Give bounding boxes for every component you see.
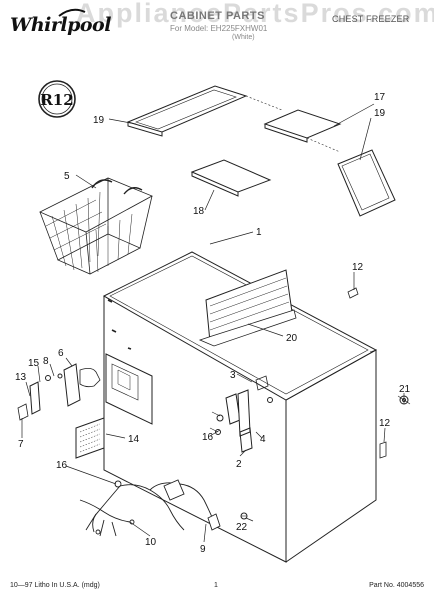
grille [75,417,105,459]
callout-4: 4 [260,434,266,445]
control-box-parts [17,363,101,421]
model-color: (White) [232,34,255,41]
watermark: AppliancePartsPros.com [76,0,434,28]
callout-14: 14 [128,434,140,445]
callout-5: 5 [64,171,70,182]
part-number: Part No. 4004556 [369,582,424,589]
callout-20: 20 [286,333,298,344]
page-number: 1 [214,582,218,589]
callout-22: 22 [236,522,248,533]
callout-21: 21 [399,384,411,395]
callout-19-left: 19 [93,115,105,126]
brand-swoosh-icon [58,8,86,17]
breaker-strip-frame [126,85,396,217]
callout-12-top: 12 [352,262,364,273]
callout-16-mid: 16 [202,432,214,443]
callout-17: 17 [374,92,386,103]
callout-10: 10 [145,537,157,548]
callout-1: 1 [256,227,262,238]
callout-15: 15 [28,358,40,369]
thermostat-bracket [209,375,273,453]
callout-13: 13 [15,372,27,383]
divider-clip [347,287,359,299]
callout-16-bottom: 16 [56,460,68,471]
header: AppliancePartsPros.com Whirlpool CABINET… [0,0,434,44]
callout-7: 7 [18,439,24,450]
exploded-diagram: R12 [15,80,411,563]
callout-12-right: 12 [379,418,391,429]
callout-3: 3 [230,370,236,381]
screw [240,512,248,520]
callout-8: 8 [43,356,49,367]
r12-badge: R12 [38,80,76,118]
page-title: CABINET PARTS [170,10,265,22]
model-number: For Model: EH225FXHW01 [170,24,268,33]
callout-6: 6 [58,348,64,359]
wire-harness [79,479,221,537]
footer: 10—97 Litho In U.S.A. (mdg) 1 Part No. 4… [0,580,434,596]
product-type: CHEST FREEZER [332,14,410,24]
divider-panel [198,269,297,347]
callout-9: 9 [200,544,206,555]
r12-badge-text: R12 [40,91,73,109]
wire-basket [39,177,153,275]
print-info: 10—97 Litho In U.S.A. (mdg) [10,582,100,589]
leader-lines [21,103,405,543]
callout-19-right: 19 [374,108,386,119]
brand-logo: Whirlpool [10,14,111,36]
callout-labels: 19 17 19 5 18 1 12 20 15 6 8 13 3 21 14 … [15,92,411,555]
callout-2: 2 [236,459,242,470]
callout-18: 18 [193,206,205,217]
